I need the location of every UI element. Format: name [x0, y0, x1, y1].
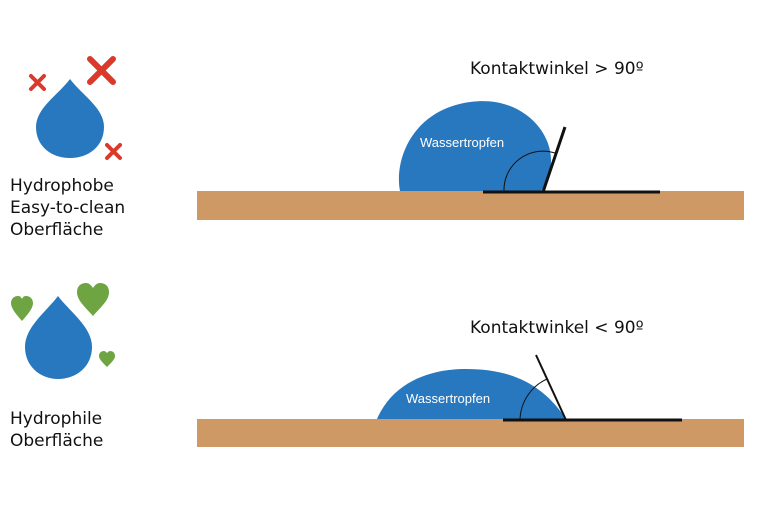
hydrophilic-section: Hydrophile Oberfläche Wassertropfen Kont…: [10, 283, 744, 451]
heart-icon-large: [77, 283, 109, 316]
water-drop-icon: [25, 296, 92, 379]
contact-angle-label: Kontaktwinkel > 90º: [470, 59, 644, 79]
water-drop-icon: [36, 79, 104, 158]
label-line: Hydrophobe: [10, 176, 114, 196]
surface-bar: [197, 419, 744, 447]
tangent-line: [541, 126, 567, 193]
contact-angle-label: Kontaktwinkel < 90º: [470, 318, 644, 338]
label-line: Oberfläche: [10, 220, 103, 240]
hydrophilic-label: Hydrophile Oberfläche: [10, 409, 108, 451]
hydrophobic-section: Hydrophobe Easy-to-clean Oberfläche Wass…: [10, 56, 744, 240]
angle-arc: [503, 150, 556, 193]
tangent-line: [535, 354, 567, 421]
water-droplet: [398, 101, 551, 191]
label-line: Easy-to-clean: [10, 198, 125, 218]
label-line: Oberfläche: [10, 431, 103, 451]
label-line: Hydrophile: [10, 409, 102, 429]
heart-icon-small-left: [11, 296, 33, 321]
cross-icon-small-bottom: [105, 143, 122, 160]
cross-icon-large: [87, 56, 116, 85]
cross-icon-small-left: [29, 74, 46, 91]
hydrophobic-label: Hydrophobe Easy-to-clean Oberfläche: [10, 176, 131, 240]
angle-arc: [519, 378, 548, 421]
heart-icon-small-bottom: [99, 351, 115, 367]
droplet-label: Wassertropfen: [406, 391, 490, 406]
droplet-label: Wassertropfen: [420, 135, 504, 150]
surface-bar: [197, 191, 744, 220]
water-droplet: [377, 369, 566, 419]
